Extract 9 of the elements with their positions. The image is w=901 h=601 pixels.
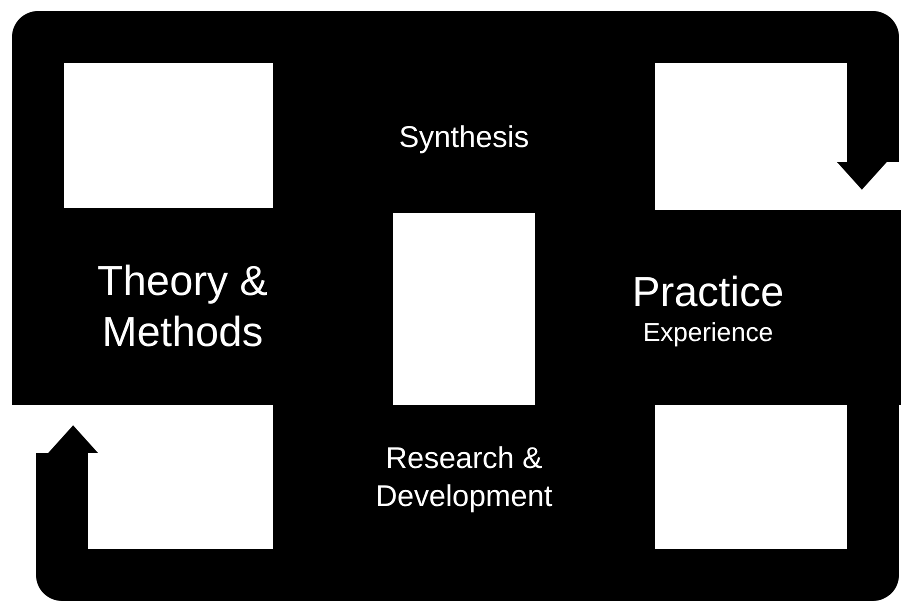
edge-label: Synthesis [273,63,655,213]
stage-block [12,208,393,405]
edge-label: Research & Development [273,405,655,550]
stage-title: Theory & Methods [96,256,269,356]
cycle-arrow [36,405,899,601]
stage-subtitle: Experience [642,317,774,348]
cycle-arrow [12,11,899,208]
stage-block [535,210,901,405]
stage-title: Practice [632,266,784,317]
